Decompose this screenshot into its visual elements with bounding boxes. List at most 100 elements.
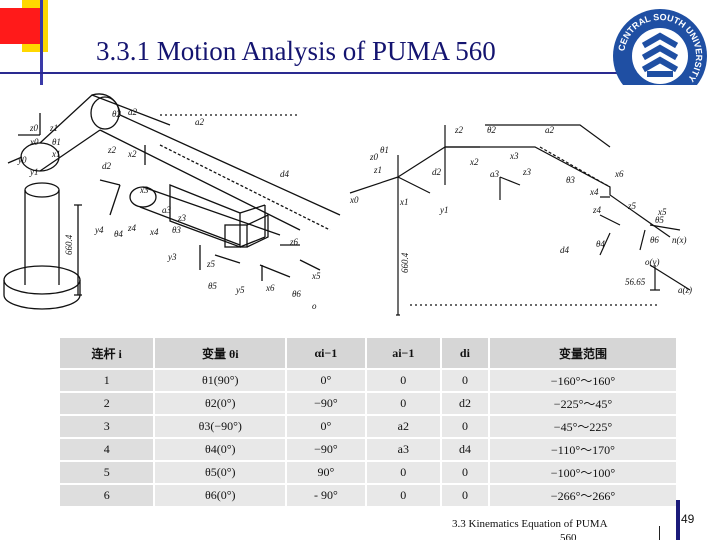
table-row: 2 θ2(0°) −90° 0 d2 −225°～45° — [60, 392, 679, 416]
svg-text:z3: z3 — [177, 213, 187, 223]
table-cell: −90° — [286, 392, 367, 416]
table-cell: 0 — [365, 461, 442, 485]
svg-text:x4: x4 — [589, 187, 599, 197]
svg-text:x4: x4 — [149, 227, 159, 237]
robot-schematic-drawing — [349, 124, 691, 316]
svg-text:z0: z0 — [369, 152, 379, 162]
svg-text:θ5: θ5 — [655, 215, 664, 225]
table-cell: 0° — [286, 415, 367, 439]
table-cell: 0 — [365, 369, 442, 393]
table-cell: −45°～225° — [488, 415, 679, 439]
table-cell: −160°～160° — [488, 369, 679, 393]
table-cell: d4 — [440, 438, 490, 462]
svg-text:a2: a2 — [128, 107, 138, 117]
table-cell: θ1(90°) — [154, 369, 288, 393]
university-seal-icon: CENTRAL SOUTH UNIVERSITY — [613, 9, 707, 103]
svg-text:x3: x3 — [509, 151, 519, 161]
table-cell: θ5(0°) — [154, 461, 288, 485]
svg-text:x2: x2 — [469, 157, 479, 167]
svg-text:o: o — [312, 301, 317, 311]
svg-text:a2: a2 — [195, 117, 205, 127]
table-row: 5 θ5(0°) 90° 0 0 −100°～100° — [60, 461, 679, 485]
table-cell: −100°～100° — [488, 461, 679, 485]
table-row: 6 θ6(0°) - 90° 0 0 −266°～266° — [60, 484, 679, 508]
robot-perspective-drawing — [3, 93, 341, 310]
slide-title: 3.3.1 Motion Analysis of PUMA 560 — [96, 36, 496, 66]
svg-text:θ2: θ2 — [487, 125, 496, 135]
header-vertical-rule — [40, 0, 43, 88]
svg-text:θ3: θ3 — [566, 175, 575, 185]
table-cell: 4 — [60, 438, 156, 462]
svg-text:x0: x0 — [29, 137, 39, 147]
table-cell: 0 — [365, 392, 442, 416]
svg-text:z5: z5 — [627, 201, 637, 211]
table-cell: 6 — [60, 484, 156, 508]
table-row: 4 θ4(0°) −90° a3 d4 −110°～170° — [60, 438, 679, 462]
svg-text:z6: z6 — [289, 237, 299, 247]
table-cell: −225°～45° — [488, 392, 679, 416]
svg-text:x1: x1 — [51, 149, 61, 159]
table-cell: θ3(−90°) — [154, 415, 288, 439]
table-cell: 0 — [440, 461, 490, 485]
table-cell: 90° — [286, 461, 367, 485]
svg-text:z4: z4 — [592, 205, 602, 215]
svg-text:x6: x6 — [265, 283, 275, 293]
footer-accent-bar — [676, 500, 680, 540]
svg-text:y1: y1 — [439, 205, 449, 215]
table-cell: θ2(0°) — [154, 392, 288, 416]
svg-text:a(z): a(z) — [678, 285, 692, 295]
svg-text:d2: d2 — [102, 161, 112, 171]
svg-text:a3: a3 — [162, 205, 172, 215]
svg-text:z1: z1 — [373, 165, 382, 175]
footer-section-title: 3.3 Kinematics Equation of PUMA — [452, 518, 608, 530]
table-cell: θ6(0°) — [154, 484, 288, 508]
svg-text:θ1: θ1 — [52, 137, 61, 147]
svg-text:θ4: θ4 — [114, 229, 123, 239]
header-joint-range: 变量范围 — [488, 338, 679, 370]
svg-text:θ2: θ2 — [112, 109, 121, 119]
svg-text:θ5: θ5 — [208, 281, 217, 291]
table-cell: 0 — [440, 484, 490, 508]
table-row: 3 θ3(−90°) 0° a2 0 −45°～225° — [60, 415, 679, 439]
svg-text:y5: y5 — [235, 285, 245, 295]
svg-text:x5: x5 — [657, 207, 667, 217]
table-cell: - 90° — [286, 484, 367, 508]
svg-text:a3: a3 — [490, 169, 500, 179]
svg-text:y4: y4 — [94, 225, 104, 235]
table-cell: 5 — [60, 461, 156, 485]
svg-text:θ4: θ4 — [596, 239, 605, 249]
svg-text:z5: z5 — [206, 259, 216, 269]
svg-text:z1: z1 — [49, 123, 58, 133]
svg-text:θ3: θ3 — [172, 225, 181, 235]
table-cell: 0 — [440, 415, 490, 439]
svg-text:z3: z3 — [522, 167, 532, 177]
svg-text:y0: y0 — [17, 155, 27, 165]
svg-text:θ6: θ6 — [650, 235, 659, 245]
svg-text:x2: x2 — [127, 149, 137, 159]
table-cell: 2 — [60, 392, 156, 416]
table-cell: −266°～266° — [488, 484, 679, 508]
svg-text:z4: z4 — [127, 223, 137, 233]
table-cell: d2 — [440, 392, 490, 416]
svg-text:x1: x1 — [399, 197, 409, 207]
table-cell: θ4(0°) — [154, 438, 288, 462]
table-row: 1 θ1(90°) 0° 0 0 −160°～160° — [60, 369, 679, 393]
svg-text:660.4: 660.4 — [64, 234, 74, 255]
header-joint-variable: 变量 θi — [154, 338, 288, 370]
header-link-length: ai−1 — [365, 338, 442, 370]
table-cell: 0 — [440, 369, 490, 393]
table-cell: −90° — [286, 438, 367, 462]
header-twist-angle: αi−1 — [286, 338, 367, 370]
table-cell: 1 — [60, 369, 156, 393]
svg-text:56.65: 56.65 — [625, 277, 646, 287]
header-decoration-red — [0, 8, 40, 44]
svg-text:a2: a2 — [545, 125, 555, 135]
svg-text:y1: y1 — [29, 167, 39, 177]
svg-text:660.4: 660.4 — [400, 252, 410, 273]
svg-text:x5: x5 — [311, 271, 321, 281]
svg-text:n(x): n(x) — [672, 235, 687, 245]
svg-text:d4: d4 — [560, 245, 570, 255]
header-horizontal-rule — [0, 72, 620, 74]
svg-text:x6: x6 — [614, 169, 624, 179]
